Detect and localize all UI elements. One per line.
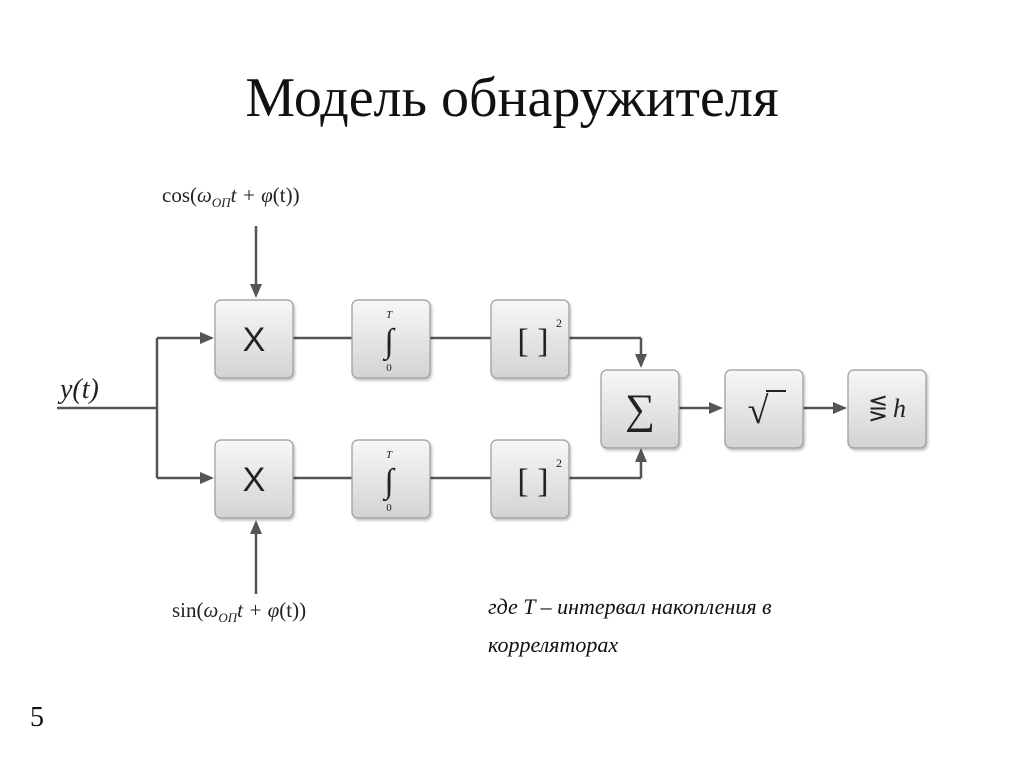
arrow-to-bottom-multiplier <box>200 472 214 484</box>
arrow-cos-reference <box>250 284 262 298</box>
integral-upper-limit: T <box>386 449 393 461</box>
arrow-to-top-multiplier <box>200 332 214 344</box>
sin-reference-label: sin(ωОПt + φ(t)) <box>172 598 306 625</box>
square-brackets-symbol: [ ] <box>517 323 548 360</box>
arrow-to-summer-bottom <box>635 448 647 462</box>
arrow-to-sqrt <box>709 402 723 414</box>
threshold-variable: h <box>893 394 906 423</box>
integral-symbol: ∫ <box>382 463 396 502</box>
square-power: 2 <box>556 316 562 330</box>
summer-block: ∑ <box>600 369 680 449</box>
multiplier-symbol: X <box>243 321 266 359</box>
arrow-to-threshold <box>833 402 847 414</box>
squarer-block-bottom: [ ] 2 <box>490 439 570 519</box>
square-power: 2 <box>556 456 562 470</box>
slide-title: Модель обнаружителя <box>245 67 779 129</box>
arrow-to-summer-top <box>635 354 647 368</box>
integral-symbol: ∫ <box>382 323 396 362</box>
squarer-block-top: [ ] 2 <box>490 299 570 379</box>
sqrt-symbol: √ <box>748 390 769 432</box>
multiplier-block-bottom: X <box>214 439 294 519</box>
cos-reference-label: cos(ωОПt + φ(t)) <box>162 183 300 210</box>
sqrt-block: √ <box>724 369 804 449</box>
page-number: 5 <box>30 702 44 733</box>
input-signal-label: y(t) <box>57 374 99 405</box>
integral-upper-limit: T <box>386 309 393 321</box>
arrowheads <box>200 284 847 534</box>
sum-symbol: ∑ <box>625 387 655 433</box>
multiplier-symbol: X <box>243 461 266 499</box>
signal-wires <box>57 226 833 594</box>
integral-lower-limit: 0 <box>386 502 392 514</box>
integrator-block-top: T ∫ 0 <box>351 299 431 379</box>
threshold-block: ⋚ h <box>847 369 927 449</box>
integral-lower-limit: 0 <box>386 362 392 374</box>
note-line-1: где T – интервал накопления в <box>488 594 772 619</box>
note-text: где T – интервал накопления в коррелятор… <box>488 588 928 664</box>
arrow-sin-reference <box>250 520 262 534</box>
integrator-block-bottom: T ∫ 0 <box>351 439 431 519</box>
square-brackets-symbol: [ ] <box>517 463 548 500</box>
multiplier-block-top: X <box>214 299 294 379</box>
comparison-symbol: ⋚ <box>868 395 888 422</box>
note-line-2: корреляторах <box>488 632 619 657</box>
